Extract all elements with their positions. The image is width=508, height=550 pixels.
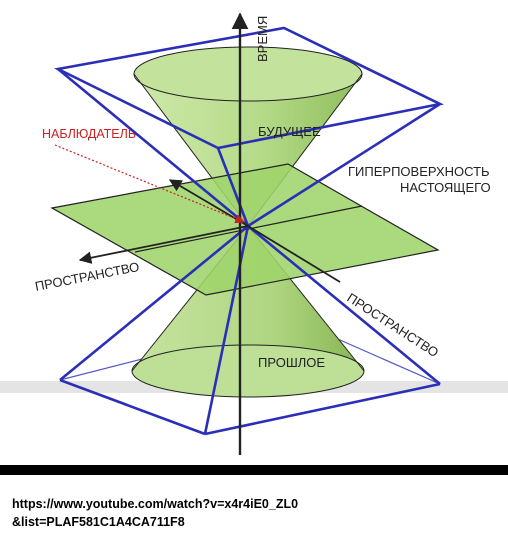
caption-footer: https://www.youtube.com/watch?v=x4r4iE0_… <box>0 475 508 550</box>
hypersurface-label-line1: ГИПЕРПОВЕРХНОСТЬ <box>348 164 490 179</box>
upper-frame <box>53 26 445 228</box>
spacetime-diagram: ВРЕМЯ НАБЛЮДАТЕЛЬ БУДУЩЕЕ ГИПЕРПОВЕРХНОС… <box>0 0 508 465</box>
observer-label: НАБЛЮДАТЕЛЬ <box>42 127 136 141</box>
space-label-left: ПРОСТРАНСТВО <box>34 259 141 294</box>
future-label: БУДУЩЕЕ <box>258 124 321 139</box>
space-label-right: ПРОСТРАНСТВО <box>344 290 441 360</box>
source-url-line-1: https://www.youtube.com/watch?v=x4r4iE0_… <box>12 497 299 511</box>
past-label: ПРОШЛОЕ <box>258 355 325 370</box>
time-axis-label: ВРЕМЯ <box>255 16 270 62</box>
past-cone <box>131 225 365 398</box>
source-url-line-2: &list=PLAF581C1A4CA711F8 <box>12 515 185 529</box>
light-cone-svg: ВРЕМЯ НАБЛЮДАТЕЛЬ БУДУЩЕЕ ГИПЕРПОВЕРХНОС… <box>0 12 508 455</box>
hypersurface-label-line2: НАСТОЯЩЕГО <box>400 180 491 195</box>
